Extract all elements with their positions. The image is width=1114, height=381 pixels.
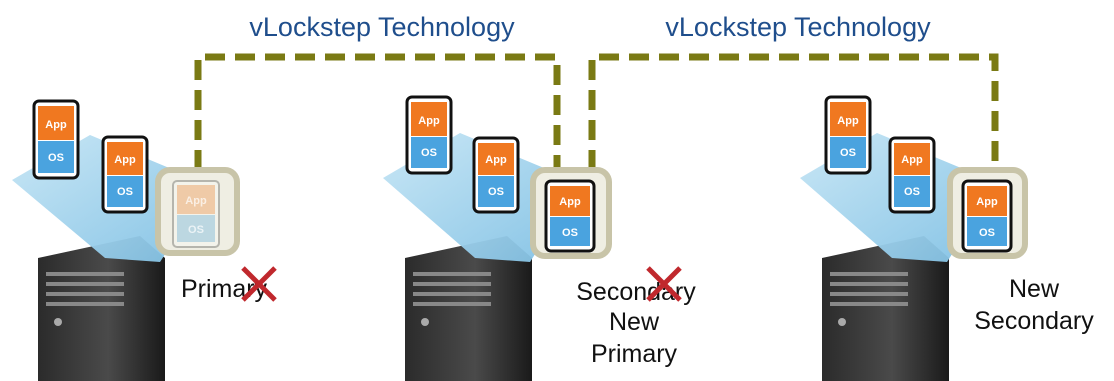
- lockstep-dashed-line: [194, 53, 561, 170]
- app-label: App: [45, 119, 67, 131]
- app-label: App: [485, 154, 507, 166]
- vm-card: App OS: [472, 136, 520, 214]
- state-label-line: Secondary: [974, 307, 1094, 335]
- highlighted-vm: App OS: [530, 167, 612, 259]
- failure-x-icon: [241, 266, 277, 302]
- vm-card: App OS: [405, 95, 453, 175]
- link-label: vLockstep Technology: [249, 12, 515, 42]
- state-label-line: Primary: [591, 340, 678, 368]
- app-label: App: [901, 154, 923, 166]
- server-icon: [405, 236, 532, 381]
- lockstep-dashed-line: [588, 53, 999, 170]
- vm-card: App OS: [32, 99, 80, 180]
- os-label: OS: [188, 224, 204, 236]
- os-label: OS: [48, 152, 64, 164]
- state-label-line: New: [609, 308, 660, 336]
- server-icon: [822, 236, 949, 381]
- failure-x-icon: [646, 266, 682, 302]
- app-label: App: [559, 196, 581, 208]
- os-label: OS: [562, 227, 578, 239]
- vlockstep-link-2: vLockstep Technology: [588, 12, 999, 170]
- server-icon: [38, 236, 165, 381]
- app-label: App: [418, 115, 440, 127]
- state-label-line: New: [1009, 275, 1060, 303]
- os-label: OS: [421, 147, 437, 159]
- app-label: App: [976, 196, 998, 208]
- link-label: vLockstep Technology: [665, 12, 931, 42]
- app-label: App: [837, 115, 859, 127]
- vm-card: App OS: [824, 95, 872, 175]
- os-label: OS: [904, 186, 920, 198]
- highlighted-vm: App OS: [947, 167, 1028, 259]
- os-label: OS: [117, 186, 133, 198]
- os-label: OS: [979, 227, 995, 239]
- vm-card: App OS: [101, 135, 149, 214]
- host-group-2: App OS App OS App OS Secondary New Prima…: [383, 95, 696, 381]
- host-group-3: App OS App OS App OS New Secondary: [800, 95, 1094, 381]
- highlighted-vm-faded: App OS: [155, 167, 240, 256]
- os-label: OS: [840, 147, 856, 159]
- host-group-1: App OS App OS App OS Primary: [12, 99, 277, 381]
- app-label: App: [114, 154, 136, 166]
- vm-card: App OS: [888, 136, 936, 214]
- os-label: OS: [488, 186, 504, 198]
- vlockstep-link-1: vLockstep Technology: [194, 12, 561, 170]
- app-label: App: [185, 195, 207, 207]
- state-label-line: Secondary: [576, 278, 696, 306]
